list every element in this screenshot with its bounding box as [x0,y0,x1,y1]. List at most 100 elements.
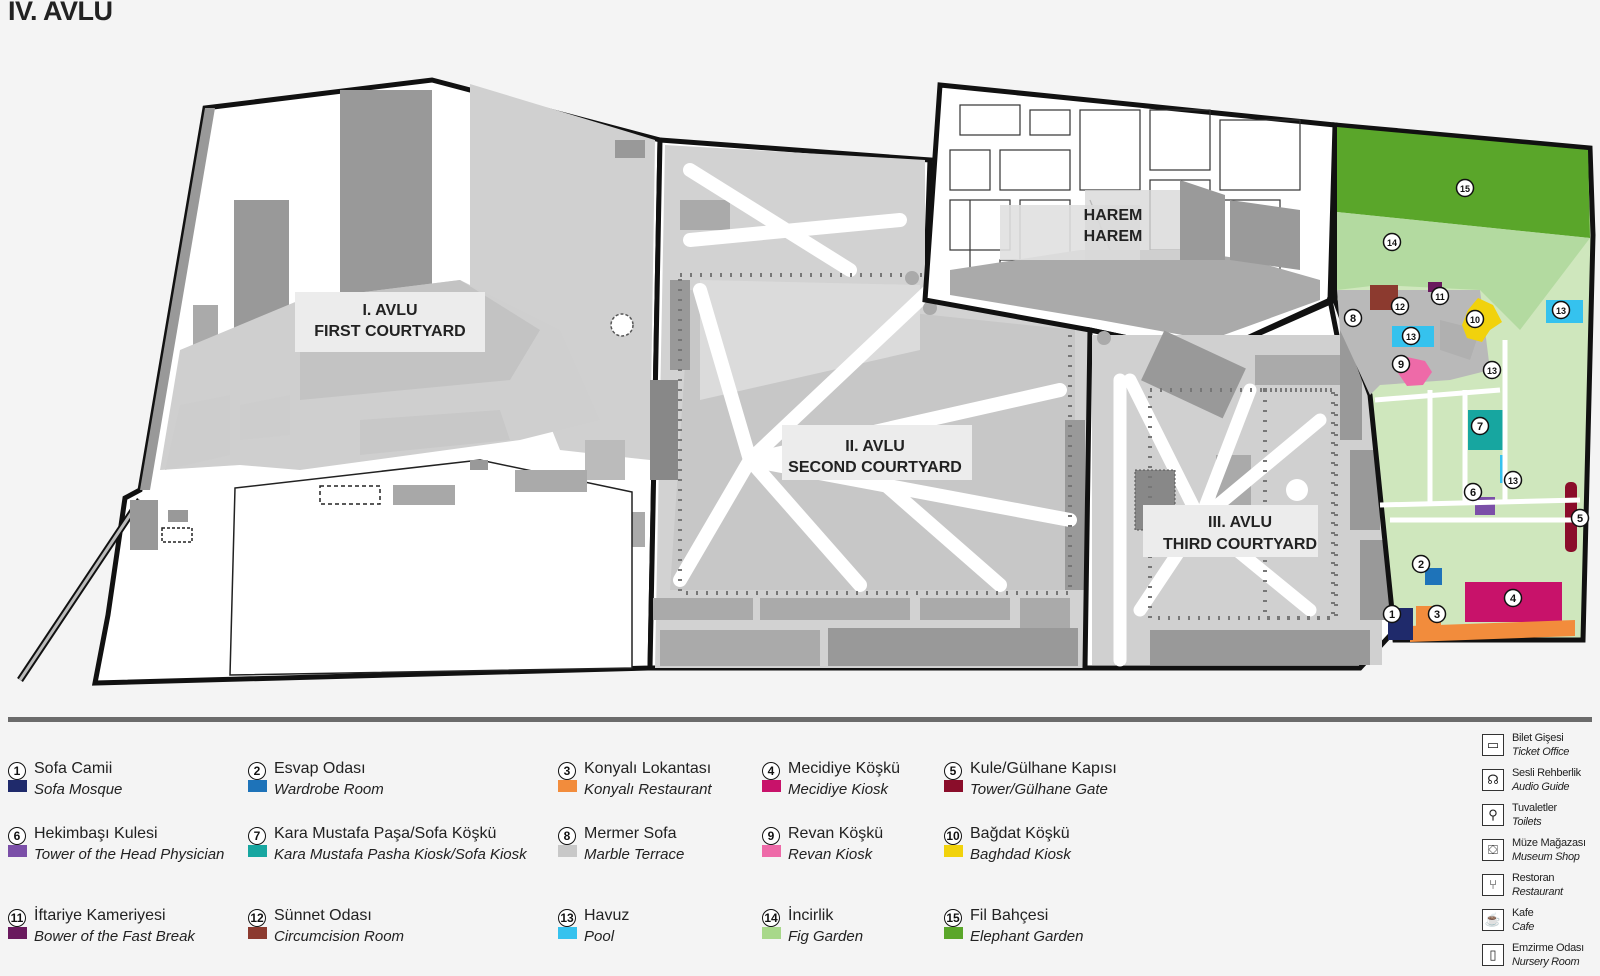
legend-divider [8,717,1592,722]
service-turkish-label: Tuvaletler [1512,802,1557,814]
first-courtyard-label: I. AVLU FIRST COURTYARD [314,302,465,340]
marker-2-circle [1411,554,1431,574]
legend-number: 10 [944,827,962,845]
legend-number: 15 [944,909,962,927]
legend-turkish-label: İftariye Kameriyesi [34,907,166,924]
legend-number: 5 [944,762,962,780]
third-courtyard-area [1082,297,1398,671]
marker-10-label: 10 [1470,315,1480,325]
marker-6-label: 6 [1470,487,1476,499]
legend-swatch [944,780,963,792]
harem-area [922,82,1338,358]
legend-number: 9 [762,827,780,845]
legend-turkish-label: Hekimbaşı Kulesi [34,825,158,842]
legend-turkish-label: İncirlik [788,907,834,924]
legend-number: 11 [8,909,26,927]
marker-15-label: 15 [1460,184,1470,194]
first-courtyard-area [17,77,663,686]
third-courtyard-label-tr: III. AVLU [1208,514,1272,531]
marker-14-circle [1382,232,1402,252]
marker-13-label: 13 [1508,476,1518,486]
legend-swatch [558,927,577,939]
third-courtyard-label-en: THIRD COURTYARD [1163,536,1317,553]
legend-turkish-label: Sünnet Odası [274,907,372,924]
harem-label-tr: HAREM [1084,207,1143,224]
legend-english-label: Baghdad Kiosk [970,846,1071,863]
legend-turkish-label: Bağdat Köşkü [970,825,1070,842]
marker-6-circle [1463,482,1483,502]
legend-number: 7 [248,827,266,845]
audio-guide-icon: ☊ [1482,769,1504,791]
marker-8-circle [1343,308,1363,328]
service-english-label: Nursery Room [1512,956,1580,968]
ticket-icon: ▭ [1482,734,1504,756]
legend-english-label: Wardrobe Room [274,781,384,798]
marker-11-label: 11 [1435,292,1445,302]
legend-turkish-label: Sofa Camii [34,760,113,777]
legend-number: 1 [8,762,26,780]
legend-number: 3 [558,762,576,780]
marker-1-label: 1 [1389,609,1395,621]
legend-swatch [558,845,577,857]
legend-english-label: Tower of the Head Physician [34,846,225,863]
legend-turkish-label: Kara Mustafa Paşa/Sofa Köşkü [274,825,497,842]
marker-3-circle [1427,604,1447,624]
legend-swatch [248,780,267,792]
marker-10-circle [1465,309,1485,329]
legend-english-label: Mecidiye Kiosk [788,781,889,798]
marker-7-circle [1470,416,1490,436]
legend-swatch [248,927,267,939]
legend-english-label: Konyalı Restaurant [584,781,712,798]
nursery-icon: ▯ [1482,944,1504,966]
service-turkish-label: Bilet Gişesi [1512,732,1564,744]
legend-swatch [944,845,963,857]
legend-english-label: Elephant Garden [970,928,1084,945]
toilets-icon: ⚲ [1482,804,1504,826]
service-turkish-label: Kafe [1512,907,1534,919]
legend-turkish-label: Esvap Odası [274,760,366,777]
marker-5-label: 5 [1577,513,1583,525]
legend-turkish-label: Havuz [584,907,630,924]
marker-9-circle [1391,354,1411,374]
marker-13-label: 13 [1406,332,1416,342]
legend-english-label: Sofa Mosque [34,781,123,798]
legend-swatch [762,927,781,939]
first-courtyard-label-en: FIRST COURTYARD [314,323,465,340]
marker-8-label: 8 [1350,313,1356,325]
legend-number: 8 [558,827,576,845]
legend-swatch [558,780,577,792]
legend-swatch [8,927,27,939]
service-turkish-label: Restoran [1512,872,1555,884]
second-courtyard-label-en: SECOND COURTYARD [788,459,962,476]
marker-13-circle [1551,300,1571,320]
legend-english-label: Bower of the Fast Break [34,928,195,945]
harem-label: HAREM HAREM [1084,207,1143,245]
service-english-label: Ticket Office [1512,746,1570,758]
legend-number: 4 [762,762,780,780]
legend-number: 12 [248,909,266,927]
service-turkish-label: Müze Mağazası [1512,837,1586,849]
harem-label-en: HAREM [1084,228,1143,245]
marker-2-label: 2 [1418,559,1424,571]
service-turkish-label: Emzirme Odası [1512,942,1584,954]
marker-13-circle [1482,360,1502,380]
legend-swatch [762,845,781,857]
museum-shop-icon: ⛋ [1482,839,1504,861]
marker-13-circle [1503,470,1523,490]
restaurant-icon: ⑂ [1482,874,1504,896]
marker-1-circle [1382,604,1402,624]
legend-english-label: Revan Kiosk [788,846,873,863]
palace-map: I. AVLU FIRST COURTYARD II. AVLU SECOND … [17,77,1596,686]
legend-english-label: Tower/Gülhane Gate [970,781,1108,798]
marker-14-label: 14 [1387,238,1397,248]
cafe-icon: ☕ [1482,909,1504,931]
third-courtyard-label: III. AVLU THIRD COURTYARD [1163,514,1317,553]
legend-english-label: Kara Mustafa Pasha Kiosk/Sofa Kiosk [274,846,527,863]
marker-7-label: 7 [1477,421,1483,433]
second-courtyard-label-tr: II. AVLU [845,438,905,455]
